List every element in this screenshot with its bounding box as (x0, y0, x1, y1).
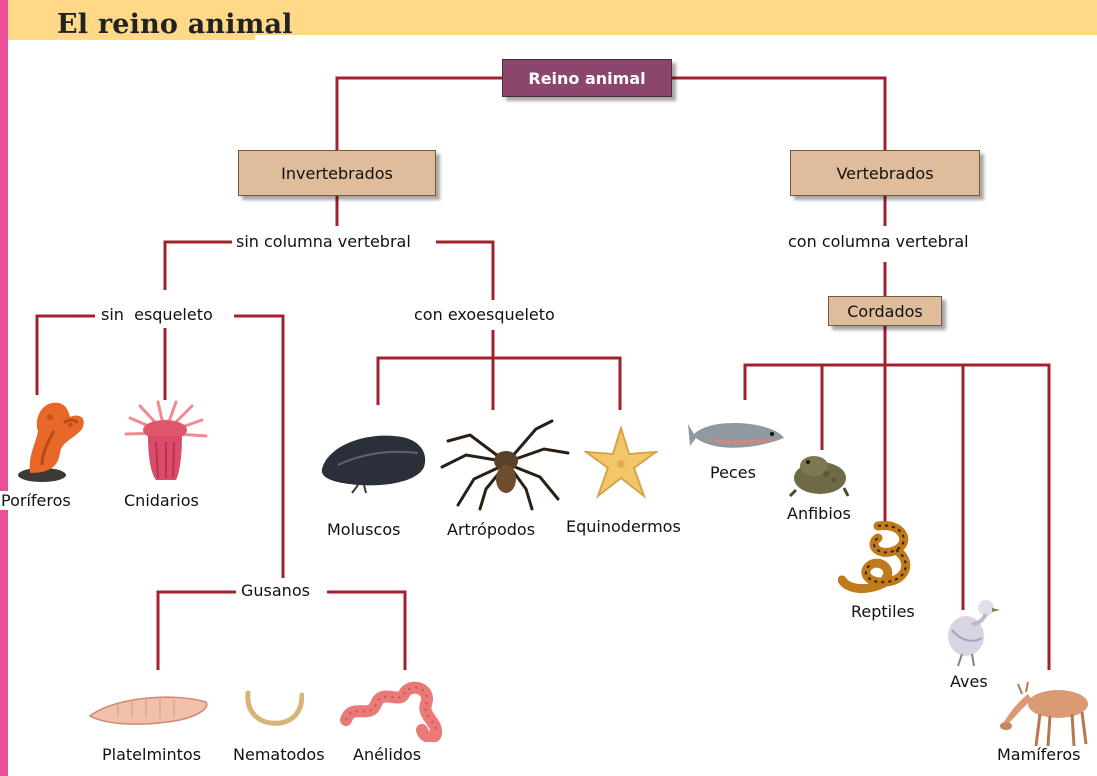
flatworm-image (88, 690, 210, 728)
spider-image (440, 415, 570, 511)
bird-image (942, 596, 1002, 668)
criterion-no-spine: sin columna vertebral (233, 232, 414, 251)
criterion-worms: Gusanos (238, 581, 313, 600)
anemone-image (120, 398, 210, 483)
label-mollusca: Moluscos (324, 520, 403, 539)
label-reptiles: Reptiles (848, 602, 918, 621)
vertebrates-box: Vertebrados (790, 150, 980, 196)
sponge-image (12, 395, 96, 483)
criterion-no-skeleton: sin esqueleto (98, 305, 216, 324)
invertebrates-box: Invertebrados (238, 150, 436, 196)
chordates-box: Cordados (828, 296, 942, 326)
snake-image (838, 520, 924, 596)
label-platyhelminthes: Platelmintos (99, 745, 204, 764)
label-nematoda: Nematodos (230, 745, 328, 764)
criterion-spine: con columna vertebral (785, 232, 972, 251)
label-annelida: Anélidos (350, 745, 424, 764)
toad-image (788, 448, 850, 498)
label-fish: Peces (707, 463, 759, 482)
label-arthropoda: Artrópodos (444, 520, 538, 539)
label-cnidaria: Cnidarios (121, 491, 202, 510)
label-echinodermata: Equinodermos (563, 517, 684, 536)
fish-image (688, 416, 788, 456)
root-box: Reino animal (502, 59, 672, 97)
label-birds: Aves (947, 672, 991, 691)
deer-image (1000, 676, 1094, 748)
starfish-image (584, 426, 658, 500)
earthworm-image (340, 680, 446, 742)
mussel-image (318, 425, 430, 495)
label-porifera: Poríferos (0, 491, 74, 510)
criterion-exoskeleton: con exoesqueleto (411, 305, 558, 324)
nematode-image (244, 685, 304, 730)
